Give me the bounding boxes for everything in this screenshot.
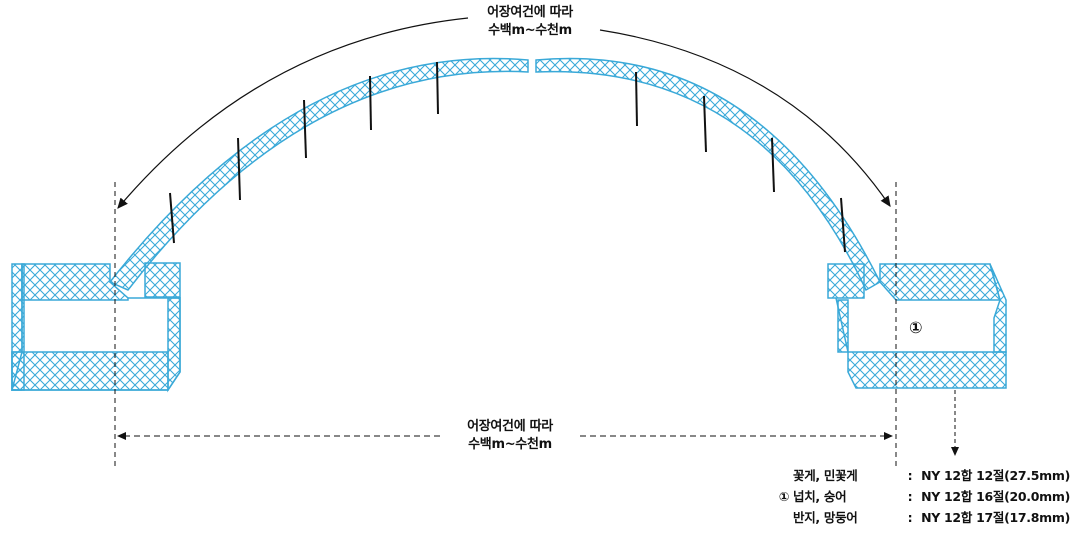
top-span-label: 어장여건에 따라 수백m~수천m xyxy=(470,4,590,40)
top-span-line2: 수백m~수천m xyxy=(488,23,572,38)
bottom-span-line2: 수백m~수천m xyxy=(468,437,552,452)
legend-spec: NY 12합 12절(27.5mm) xyxy=(921,468,1070,483)
guide-lines xyxy=(114,182,897,466)
top-span-line1: 어장여건에 따라 xyxy=(487,5,573,20)
legend-row: 반지, 망둥어: NY 12합 17절(17.8mm) xyxy=(775,507,1070,528)
arch-net-right xyxy=(535,57,881,292)
legend-name: 반지, 망둥어 xyxy=(793,510,858,525)
bottom-span-line1: 어장여건에 따라 xyxy=(467,419,553,434)
left-pocket xyxy=(11,262,181,393)
legend-name: 넙치, 숭어 xyxy=(793,489,847,504)
legend-spec: NY 12합 16절(20.0mm) xyxy=(921,489,1070,504)
legend-row: 꽃게, 민꽃게: NY 12합 12절(27.5mm) xyxy=(775,465,1070,486)
legend-marker: ① xyxy=(778,489,790,504)
bottom-span-label: 어장여건에 따라 수백m~수천m xyxy=(446,418,574,454)
legend-name: 꽃게, 민꽃게 xyxy=(793,468,858,483)
right-pocket xyxy=(827,263,1007,389)
panel-dividers xyxy=(169,61,846,253)
wing-marker: ① xyxy=(909,318,923,337)
arch-net-left xyxy=(108,57,529,291)
top-span-arc-right xyxy=(599,29,891,207)
top-span-arc-left xyxy=(117,17,469,209)
legend-spec: NY 12합 17절(17.8mm) xyxy=(921,510,1070,525)
